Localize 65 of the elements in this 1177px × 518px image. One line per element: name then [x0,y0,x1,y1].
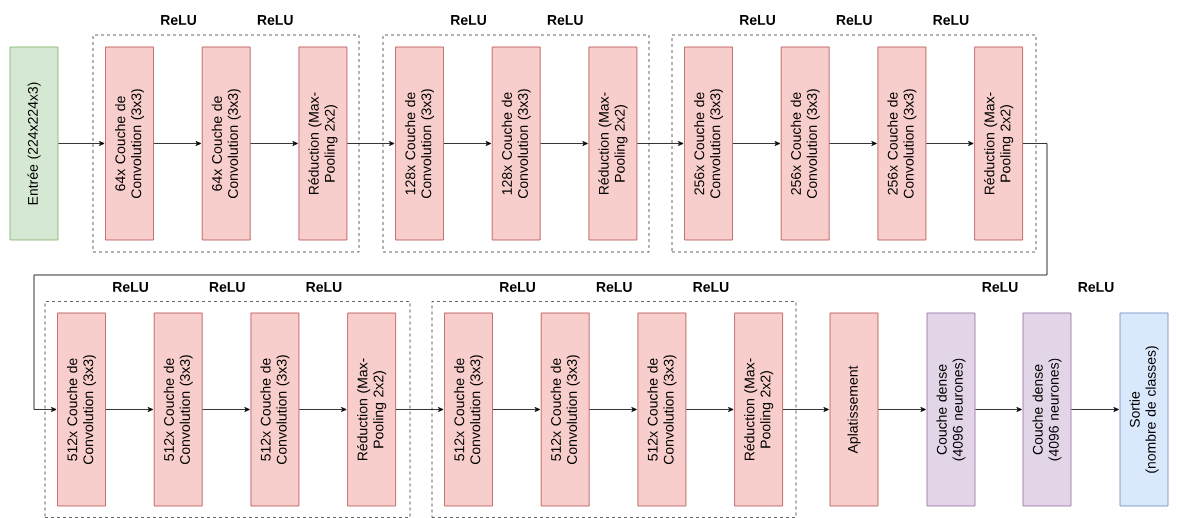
layer-box: Aplatissement [829,312,879,507]
activation-label: ReLU [451,15,486,25]
layer-box: Réduction (Max-Pooling 2x2) [734,312,783,507]
arrow [395,407,444,412]
activation-label: ReLU [982,282,1018,292]
dashed-group-frame [671,34,1037,253]
arrow [153,141,202,146]
layer-box: 128x Couche de Convolution (3x3) [491,46,541,241]
layer-box: 64x Couche de Convolution (3x3) [105,46,154,241]
arrow [540,141,588,146]
layer-box: 128x Couche de Convolution (3x3) [395,46,444,241]
arrow [346,141,395,146]
layer-box: 512x Couche de Convolution (3x3) [637,312,687,507]
activation-label: ReLU [209,282,245,292]
arrow [829,141,877,146]
dashed-group-frame [382,34,650,253]
dashed-group-frame [44,301,411,518]
activation-label: ReLU [836,15,872,25]
output-box: Sortie (nombre de classes) [1119,312,1169,507]
arrow [975,407,1022,412]
arrow [202,407,250,412]
layer-box: 512x Couche de Convolution (3x3) [153,312,203,507]
arrow [1071,407,1119,412]
dashed-group-frame [431,301,797,518]
arrow [250,141,298,146]
layer-box: Réduction (Max-Pooling 2x2) [588,46,638,241]
arrow [589,407,637,412]
activation-label: ReLU [693,282,729,292]
arrow [732,141,781,146]
layer-box: 256x Couche de Convolution (3x3) [877,46,927,241]
layer-box: 256x Couche de Convolution (3x3) [684,46,733,241]
layer-box: 512x Couche de Convolution (3x3) [57,312,106,507]
activation-label: ReLU [740,15,775,25]
arrow [925,141,974,146]
activation-label: ReLU [596,282,632,292]
activation-label: ReLU [113,282,148,292]
activation-label: ReLU [500,282,535,292]
activation-label: ReLU [1078,282,1114,292]
activation-label: ReLU [547,15,583,25]
dashed-group-frame [92,34,360,253]
layer-box: 64x Couche de Convolution (3x3) [201,46,251,241]
layer-box: 512x Couche de Convolution (3x3) [250,312,300,507]
activation-label: ReLU [933,15,969,25]
arrow [782,407,829,412]
arrow [105,407,154,412]
layer-box: 512x Couche de Convolution (3x3) [444,312,493,507]
input-box: Entrée (224x224x3) [9,46,59,241]
layer-box: Réduction (Max-Pooling 2x2) [298,46,348,241]
layer-box: Couche dense (4096 neurones) [926,312,976,507]
layer-box: 256x Couche de Convolution (3x3) [780,46,830,241]
activation-label: ReLU [161,15,196,25]
layer-box: Couche dense (4096 neurones) [1022,312,1072,507]
layer-box: Réduction (Max-Pooling 2x2) [347,312,396,507]
arrow [33,143,1048,412]
arrow [58,141,105,146]
arrow [492,407,541,412]
arrow [636,141,684,146]
arrow [298,407,347,412]
activation-label: ReLU [257,15,293,25]
layer-box: Réduction (Max-Pooling 2x2) [974,46,1023,241]
arrow [443,141,492,146]
layer-box: 512x Couche de Convolution (3x3) [540,312,590,507]
activation-label: ReLU [306,282,342,292]
arrow [685,407,734,412]
arrow [878,407,926,412]
